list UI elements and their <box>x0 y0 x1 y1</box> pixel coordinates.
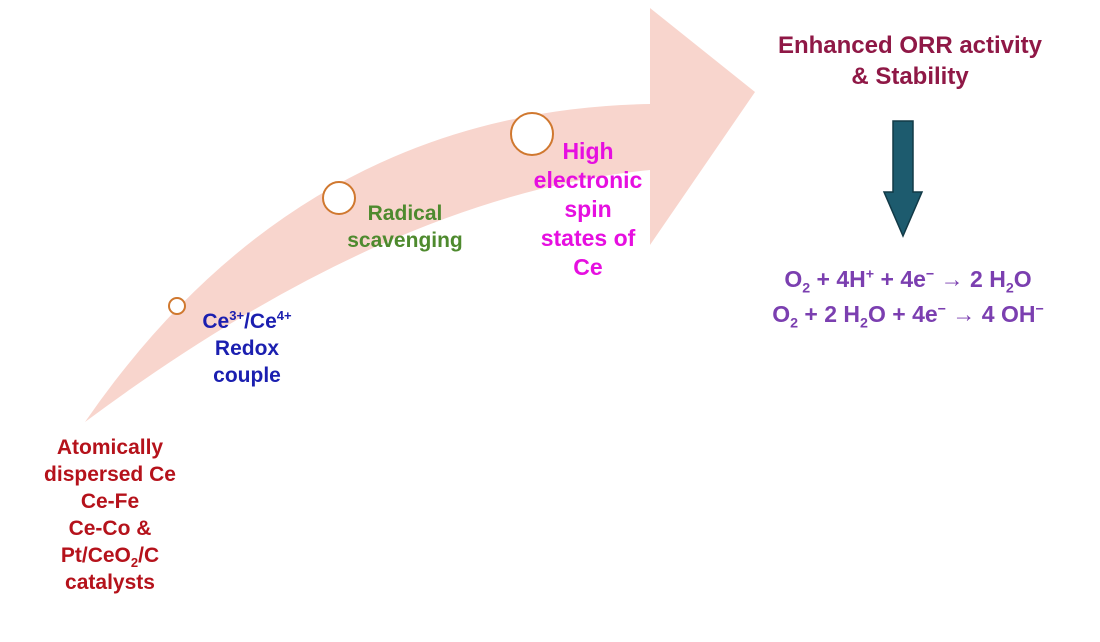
pt-prefix: Pt/CeO <box>60 544 131 567</box>
outcome-line: & Stability <box>851 63 969 90</box>
step-marker-small <box>168 297 186 315</box>
ce-charge-superscript: 3+ <box>229 308 245 323</box>
eq-text: O <box>1013 266 1032 292</box>
curved-progress-arrow <box>85 8 755 422</box>
spin-line: Ce <box>573 254 603 280</box>
redox-couple-label: Ce3+/Ce4+ Redox couple <box>182 308 312 389</box>
eq-subscript: 2 <box>1005 280 1014 297</box>
spin-line: electronic <box>533 167 643 193</box>
ce-charge-superscript: 4+ <box>276 308 292 323</box>
radical-line: scavenging <box>347 229 463 252</box>
eq-subscript: 2 <box>790 315 799 332</box>
radical-scavenging-label: Radical scavenging <box>335 200 475 254</box>
eq-subscript: 2 <box>802 280 811 297</box>
start-line: catalysts <box>65 571 155 594</box>
eq-text: O + 4e <box>867 301 938 327</box>
catalyst-types-label: Atomically dispersed Ce Ce-Fe Ce-Co & Pt… <box>20 434 200 596</box>
alkaline-equation: O2 + 2 H2O + 4e− → 4 OH− <box>738 297 1078 332</box>
radical-line: Radical <box>367 202 443 225</box>
start-line: dispersed Ce <box>44 463 176 486</box>
spin-line: High <box>562 138 614 164</box>
ce-text: /Ce <box>244 310 277 333</box>
eq-superscript: + <box>865 266 875 283</box>
step-marker-large <box>510 112 554 156</box>
eq-text: + 4e <box>874 266 926 292</box>
start-line-pt: Pt/CeO2/C <box>20 542 200 569</box>
pt-subscript: 2 <box>130 555 139 571</box>
eq-subscript: 2 <box>860 315 868 332</box>
step-marker-medium <box>322 181 356 215</box>
redox-line-ions: Ce3+/Ce4+ <box>182 308 312 335</box>
eq-superscript: − <box>925 266 935 283</box>
ce-text: Ce <box>202 310 230 333</box>
eq-text: O <box>784 266 803 292</box>
eq-superscript: − <box>937 301 946 318</box>
acidic-equation: O2 + 4H+ + 4e− → 2 H2O <box>738 262 1078 297</box>
outcome-line: Enhanced ORR activity <box>777 32 1043 59</box>
outcome-title: Enhanced ORR activity & Stability <box>740 30 1080 92</box>
eq-text: → 2 H <box>934 266 1006 292</box>
orr-equations: O2 + 4H+ + 4e− → 2 H2O O2 + 2 H2O + 4e− … <box>738 262 1078 332</box>
eq-text: O <box>772 301 791 327</box>
eq-text: + 2 H <box>798 301 861 327</box>
eq-text: + 4H <box>810 266 866 292</box>
eq-superscript: − <box>1035 301 1044 318</box>
spin-line: spin <box>564 196 612 222</box>
spin-line: states of <box>540 225 636 251</box>
down-arrow-icon <box>882 120 924 238</box>
eq-text: → 4 OH <box>946 301 1036 327</box>
start-line: Atomically <box>56 436 164 459</box>
pt-suffix: /C <box>138 544 160 567</box>
spin-states-label: High electronic spin states of Ce <box>513 137 663 282</box>
redox-line: Redox <box>214 337 280 360</box>
start-line: Ce-Fe <box>80 490 140 513</box>
start-line: Ce-Co & <box>68 517 152 540</box>
redox-line: couple <box>213 364 281 387</box>
